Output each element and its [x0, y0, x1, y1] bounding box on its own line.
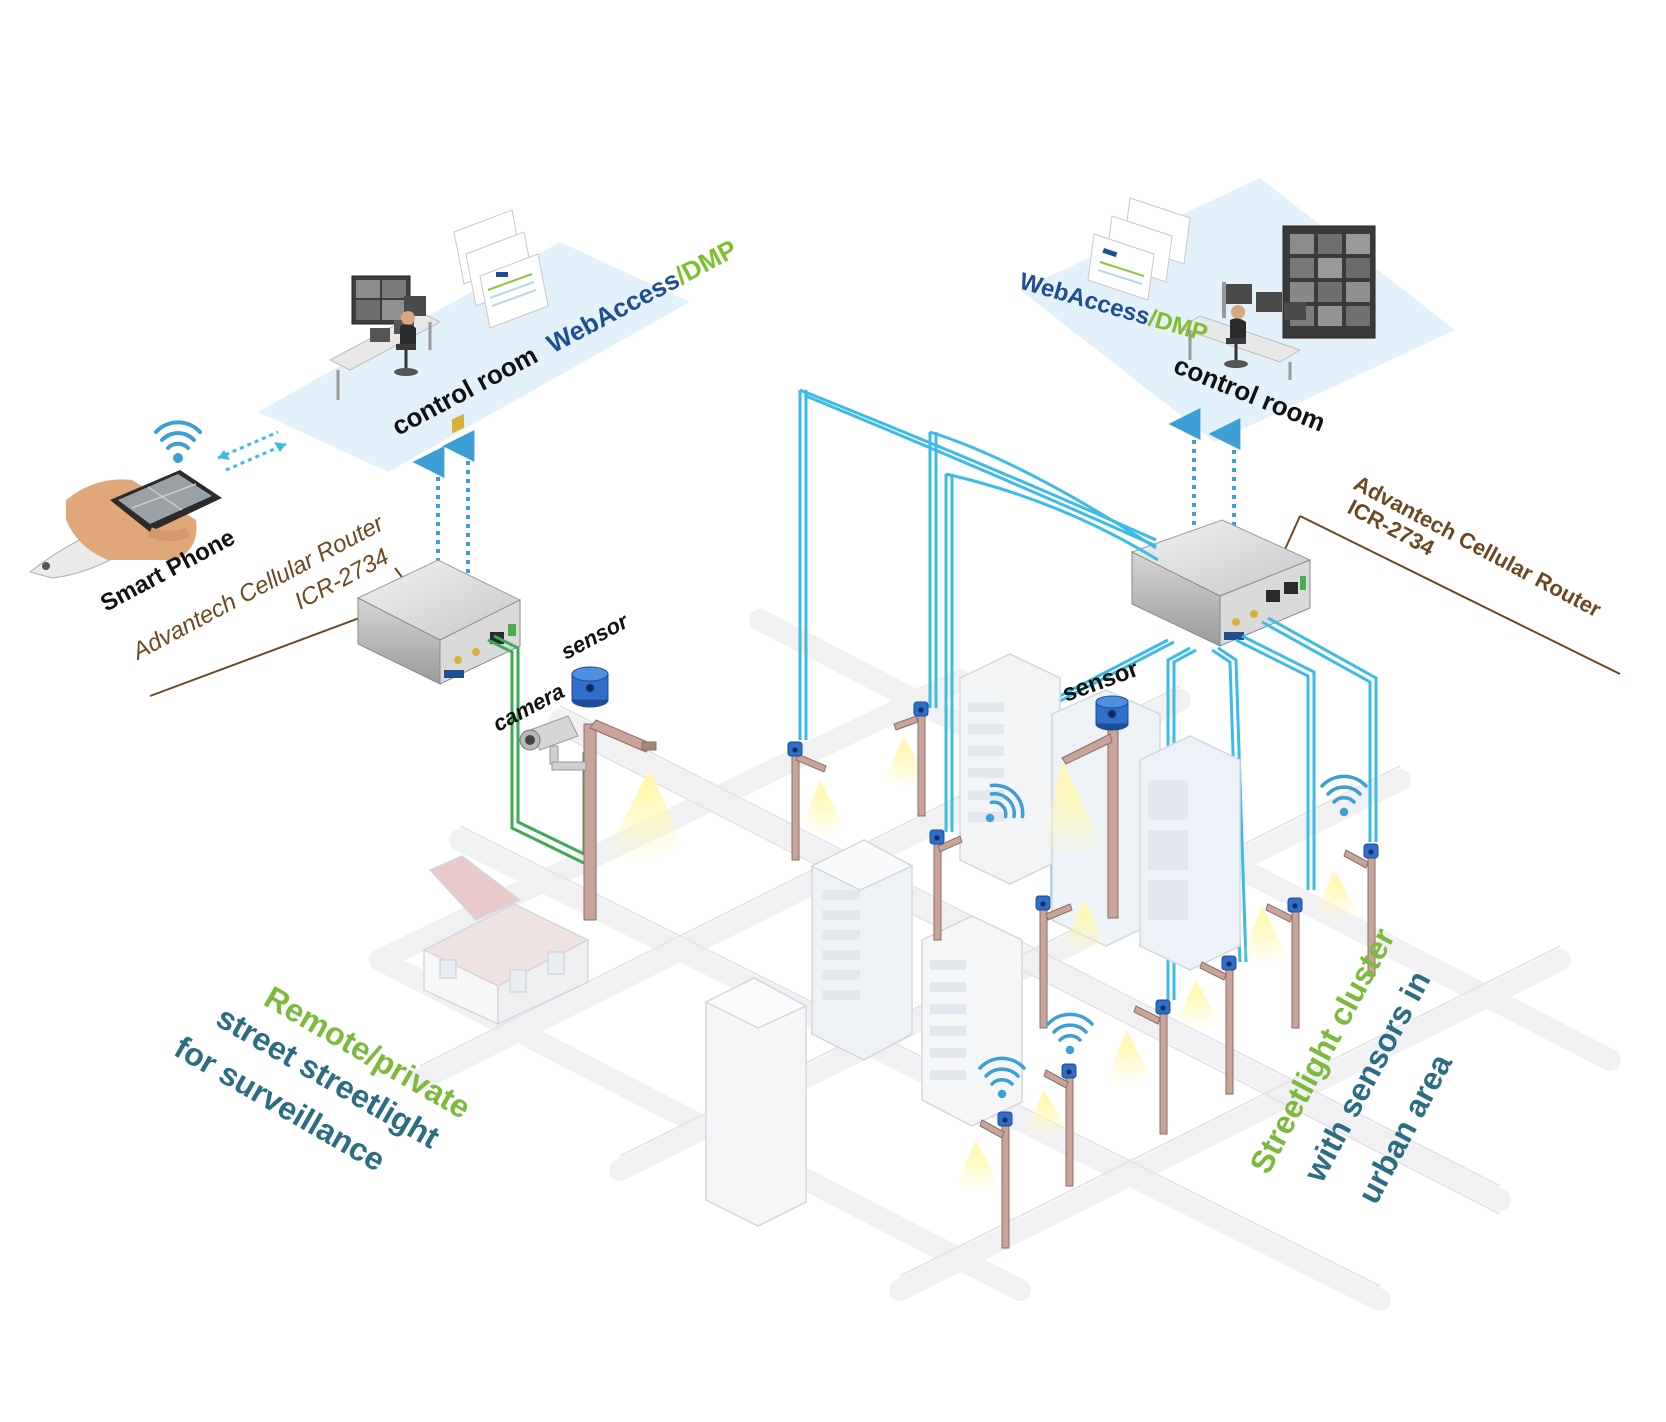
building-windows — [822, 702, 1188, 1080]
phone-link-arrows — [217, 430, 287, 472]
smart-phone-icon — [28, 470, 222, 579]
wifi-icon-2 — [1320, 774, 1368, 817]
left-sensor-label: sensor — [557, 608, 634, 665]
wifi-icons — [978, 774, 1368, 1099]
sensor-icon-7 — [1287, 897, 1303, 913]
sensor-icon-main — [571, 666, 609, 708]
sensor-icon-9 — [1061, 1063, 1077, 1079]
sensor-icon-right-main — [1095, 695, 1129, 731]
house-icon — [422, 855, 590, 1026]
left-caption: Remote/private street streetlight for su… — [169, 979, 477, 1178]
sensor-icon-5 — [1155, 999, 1171, 1015]
right-operator-icon — [1224, 305, 1248, 368]
phone-wifi-icon — [154, 420, 202, 463]
wifi-icon-1 — [985, 783, 1025, 823]
right-router-name: Advantech Cellular Router — [1350, 470, 1606, 622]
left-dmp-text: /DMP — [670, 234, 741, 291]
wifi-icon-3 — [1046, 1012, 1094, 1055]
left-monitor-wall-icon — [351, 275, 426, 342]
street-sensors — [571, 666, 1379, 1127]
streetlight-pole-6 — [1133, 1005, 1168, 1135]
left-router-icon — [356, 413, 522, 685]
streetlight-pole-5 — [1061, 727, 1119, 919]
left-control-room: control room WebAccess/DMP — [258, 209, 742, 472]
streetlight-glows — [600, 736, 1364, 1194]
left-operator-icon — [394, 311, 418, 376]
sensor-icon-3 — [929, 829, 945, 845]
camera-icon — [519, 715, 587, 771]
sensor-icon-2 — [913, 701, 929, 717]
right-webaccess-screens-icon — [1087, 197, 1191, 301]
sensor-icon-4 — [1035, 895, 1051, 911]
sensor-icon-10 — [997, 1111, 1013, 1127]
right-router-label: Advantech Cellular Router ICR-2734 — [1281, 470, 1621, 675]
sensor-icon-6 — [1221, 955, 1237, 971]
wifi-icon-4 — [978, 1056, 1026, 1099]
sensor-icon-1 — [787, 741, 803, 757]
right-control-room: WebAccess/DMP control room — [1016, 178, 1455, 442]
sensor-icon-8 — [1363, 843, 1379, 859]
right-router-icon — [1130, 519, 1312, 647]
streetlight-pole-7 — [1199, 961, 1234, 1095]
surveillance-streetlight — [583, 719, 657, 921]
right-cluster-links — [798, 388, 1378, 1000]
right-monitor-wall-icon — [1282, 225, 1376, 339]
left-webaccess-screens-icon — [453, 209, 549, 329]
